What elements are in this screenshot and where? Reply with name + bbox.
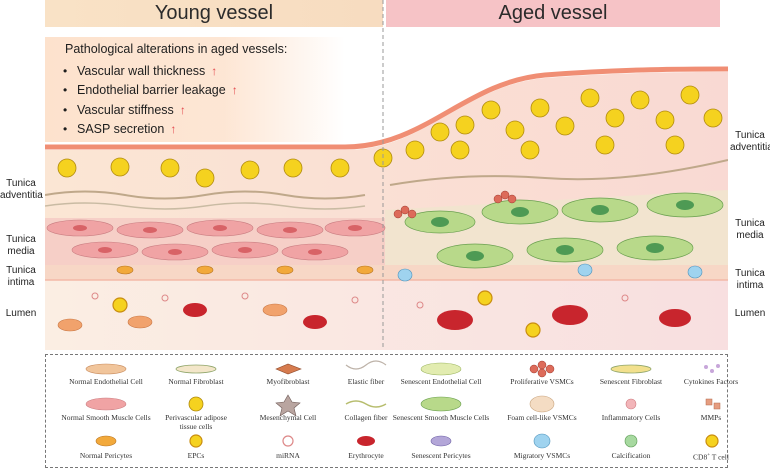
legend-senescent-fibroblast-icon [610, 364, 652, 374]
young-adipose-cells [57, 140, 425, 188]
legend-label-calcification: Calcification [611, 451, 651, 460]
mirna-circles [91, 292, 629, 309]
up-arrow-icon: ↑ [170, 122, 177, 137]
legend-pvat-icon [188, 396, 204, 412]
legend-label-senescent-fibroblast: Senescent Fibroblast [599, 377, 663, 386]
legend-label-senescent-pericytes: Senescent Pericytes [411, 451, 471, 460]
right-label-lumen: Lumen [734, 308, 766, 319]
legend-label-cd8: CD8+ T cell [693, 452, 729, 462]
legend-label-proliferative-vsmcs: Proliferative VSMCs [510, 377, 574, 386]
legend-cytokines-icon [704, 364, 720, 373]
legend-label-elastic-fiber: Elastic fiber [347, 377, 385, 386]
legend-label-foam-cell: Foam cell-like VSMCs [507, 413, 577, 422]
legend-senescent-endothelial-icon [420, 362, 462, 376]
legend-senescent-pericytes-icon [430, 435, 452, 447]
legend-elastic-fiber-icon [345, 360, 387, 370]
migratory-vsmcs [397, 263, 703, 282]
outer-vessel-border [45, 66, 728, 150]
legend-icons [85, 360, 721, 449]
pathology-item: •Vascular stiffness↑ [63, 102, 186, 117]
pathology-item: •SASP secretion↑ [63, 122, 177, 137]
vessel-cross-section-diagram [45, 0, 728, 350]
legend-label-collagen: Collagen fiber [344, 413, 388, 422]
legend-normal-fibroblast-icon [175, 364, 217, 374]
young-vessel-title: Young vessel [154, 2, 274, 24]
young-pericytes [116, 265, 374, 275]
legend-box: Normal Endothelial Cell Normal Fibroblas… [45, 354, 738, 468]
legend-myofibroblast-icon [275, 363, 302, 375]
legend-foam-cell-icon [529, 395, 555, 413]
legend-normal-pericytes-icon [95, 435, 117, 447]
legend-mesenchymal-icon [275, 394, 301, 417]
legend-epcs-icon [189, 434, 203, 448]
lumen-endothelial-cells [57, 303, 288, 332]
aged-vessel-header: Aged vessel [386, 0, 720, 27]
legend-label-normal-smc: Normal Smooth Muscle Cells [61, 413, 151, 422]
legend-label-epcs: EPCs [187, 451, 205, 460]
legend-calcification-icon [624, 434, 638, 448]
intima-band [45, 265, 728, 280]
legend-normal-endothelial-icon [85, 363, 127, 375]
left-label-lumen: Lumen [5, 308, 37, 319]
pathology-list: •Vascular wall thickness↑ •Endothelial b… [63, 61, 238, 139]
legend-inflammatory-icon [625, 398, 637, 410]
legend-mirna-icon [282, 435, 294, 447]
young-vessel-header: Young vessel [45, 0, 383, 27]
aged-collagen-fiber [389, 159, 728, 186]
lumen-region [45, 280, 728, 350]
legend-label-migratory-vsmcs: Migratory VSMCs [513, 451, 571, 460]
legend-label-normal-endothelial: Normal Endothelial Cell [69, 377, 143, 386]
legend-label-mmps: MMPs [700, 413, 722, 422]
legend-label-normal-fibroblast: Normal Fibroblast [168, 377, 224, 386]
epcs [112, 290, 541, 338]
legend-label-senescent-endothelial: Senescent Endothelial Cell [400, 377, 482, 386]
legend-label-normal-pericytes: Normal Pericytes [79, 451, 133, 460]
legend-mmps-icon [705, 398, 721, 410]
pathology-title: Pathological alterations in aged vessels… [65, 42, 288, 56]
legend-label-cytokines: Cytokines Factors [683, 377, 739, 386]
legend-cd8-icon [705, 434, 719, 448]
young-elastic-fiber [45, 202, 366, 210]
erythrocytes [183, 303, 691, 330]
pathology-item: •Vascular wall thickness↑ [63, 63, 218, 78]
legend-label-myofibroblast: Myofibroblast [266, 377, 310, 386]
legend-label-inflammatory: Inflammatory Cells [601, 413, 661, 422]
legend-label-erythrocyte: Erythrocyte [348, 451, 384, 460]
legend-migratory-vsmcs-icon [533, 433, 551, 449]
legend-label-mesenchymal: Mesenchymal Cell [259, 413, 317, 422]
proliferative-vsmcs [393, 190, 517, 219]
legend-erythrocyte-icon [357, 436, 375, 446]
aged-adipose-cells [430, 85, 723, 160]
pathology-item: •Endothelial barrier leakage↑ [63, 83, 238, 98]
legend-collagen-fiber-icon [345, 400, 387, 408]
aged-senescent-smc [404, 192, 724, 269]
aged-vessel-title: Aged vessel [498, 2, 608, 24]
legend-proliferative-vsmcs-icon [529, 360, 555, 378]
up-arrow-icon: ↑ [231, 83, 238, 98]
up-arrow-icon: ↑ [211, 63, 218, 78]
legend-label-mirna: miRNA [276, 451, 300, 460]
legend-senescent-smc-icon [420, 396, 462, 412]
legend-label-senescent-smc: Senescent Smooth Muscle Cells [392, 413, 490, 422]
legend-normal-smc-icon [85, 397, 127, 411]
pathology-box: Pathological alterations in aged vessels… [45, 37, 345, 142]
up-arrow-icon: ↑ [179, 102, 186, 117]
young-collagen-fiber [45, 190, 366, 200]
young-smooth-muscle-cells [46, 219, 386, 261]
